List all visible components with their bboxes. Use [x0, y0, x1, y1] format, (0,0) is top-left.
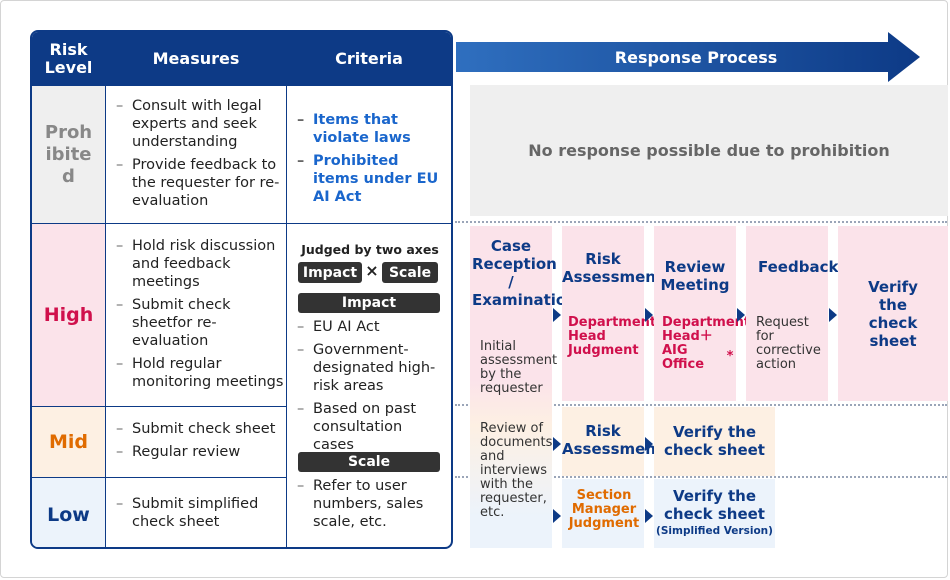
row-separator	[455, 221, 947, 223]
impact-header: Impact	[298, 293, 440, 313]
measure-item: Submit check sheet	[116, 420, 284, 438]
high-risk-assessment-box: Risk Assessment Department Head Judgment	[562, 226, 664, 401]
row-separator	[455, 476, 947, 478]
measure-item: Hold risk discussion and feedback meetin…	[116, 237, 284, 291]
measure-item: Hold regular monitoring meetings	[116, 355, 284, 391]
impact-chip: Impact	[298, 262, 362, 283]
criteria-prohibited: Items that violate laws Prohibited items…	[297, 111, 447, 206]
criteria-item: Government-designated high-risk areas	[297, 341, 445, 395]
col-divider	[105, 32, 106, 547]
review-meeting-box: Review Meeting Department Head＋ AIG Offi…	[654, 226, 751, 401]
feedback-title: Feedback	[758, 258, 839, 276]
measure-item: Provide feedback to the requester for re…	[116, 156, 284, 210]
response-process-title: Response Process	[614, 47, 778, 67]
col-divider	[286, 32, 287, 547]
mid-risk-assessment-box: Risk Assessment	[562, 407, 664, 476]
feedback-box: Feedback Request for corrective action	[746, 226, 839, 401]
mid-risk-assessment-title: Risk Assessment	[562, 422, 664, 458]
prohibited-note: No response possible due to prohibition	[470, 85, 948, 216]
asterisk-mark: *	[726, 349, 734, 364]
flow-arrow-icon	[553, 509, 561, 523]
arrow-shape	[456, 32, 920, 82]
times-symbol: ×	[365, 261, 379, 280]
criteria-item: Based on past consultation cases	[297, 400, 445, 454]
response-process-arrow: Response Process	[456, 32, 922, 82]
measures-mid: Submit check sheet Regular review	[116, 420, 284, 461]
verify-check-sheet-title: Verify the check sheet	[868, 278, 918, 350]
simplified-version: (Simplified Version)	[656, 525, 773, 537]
row-divider	[32, 223, 451, 224]
measures-low: Submit simplified check sheet	[116, 495, 284, 531]
flow-arrow-icon	[553, 308, 561, 322]
header-measures: Measures	[106, 32, 286, 86]
criteria-item: EU AI Act	[297, 318, 445, 336]
measure-item: Submit simplified check sheet	[116, 495, 284, 531]
scale-header: Scale	[298, 452, 440, 472]
high-verify-box: Verify the check sheet	[838, 226, 948, 401]
dept-head-judgment: Department Head Judgment	[568, 315, 657, 358]
review-meeting-title: Review Meeting	[660, 258, 730, 294]
criteria-item: Items that violate laws	[297, 111, 447, 147]
flow-arrow-icon	[737, 308, 745, 322]
measure-item: Consult with legal experts and seek unde…	[116, 97, 284, 151]
measures-prohibited: Consult with legal experts and seek unde…	[116, 97, 284, 210]
case-reception-box: Case Reception / Examination Initial ass…	[470, 226, 577, 548]
judged-by-label: Judged by two axes	[301, 242, 439, 257]
measures-high: Hold risk discussion and feedback meetin…	[116, 237, 284, 391]
low-verify-title: Verify the check sheet	[664, 487, 765, 523]
measure-item: Submit check sheetfor re-evaluation	[116, 296, 284, 350]
row-divider	[32, 477, 287, 478]
header-risk-level: Risk Level	[32, 32, 105, 86]
flow-arrow-icon	[829, 308, 837, 322]
level-mid: Mid	[32, 407, 105, 477]
dept-head-aig: Department Head＋ AIG Office	[662, 315, 751, 372]
level-low: Low	[32, 478, 105, 547]
feedback-sub: Request for corrective action	[756, 315, 821, 372]
mid-verify-title: Verify the check sheet	[664, 423, 765, 459]
case-initial-text: Initial assessment by the requester	[480, 339, 558, 396]
criteria-item: Refer to user numbers, sales scale, etc.	[297, 477, 445, 531]
risk-assessment-title: Risk Assessment	[562, 250, 664, 286]
header-criteria: Criteria	[287, 32, 451, 86]
section-manager-judgment: Section Manager Judgment	[568, 488, 640, 531]
case-review-text: Review of documents and interviews with …	[480, 421, 553, 520]
criteria-item: Prohibited items under EU AI Act	[297, 152, 447, 206]
mid-verify-box: Verify the check sheet	[654, 407, 775, 476]
flow-arrow-icon	[645, 308, 653, 322]
scale-list: Refer to user numbers, sales scale, etc.	[297, 477, 445, 531]
flow-arrow-icon	[553, 437, 561, 451]
level-high: High	[32, 224, 105, 406]
impact-list: EU AI Act Government-designated high-ris…	[297, 318, 445, 454]
row-divider	[32, 406, 287, 407]
level-prohibited: Prohibited	[32, 86, 105, 223]
section-manager-box: Section Manager Judgment	[562, 479, 644, 548]
measure-item: Regular review	[116, 443, 284, 461]
risk-table: Risk Level Measures Criteria Prohibited …	[30, 30, 453, 549]
flow-arrow-icon	[645, 509, 653, 523]
scale-chip: Scale	[382, 262, 438, 283]
row-separator	[455, 404, 947, 406]
case-reception-title: Case Reception / Examination	[472, 237, 577, 309]
low-verify-box: Verify the check sheet (Simplified Versi…	[654, 479, 775, 548]
flow-arrow-icon	[645, 437, 653, 451]
